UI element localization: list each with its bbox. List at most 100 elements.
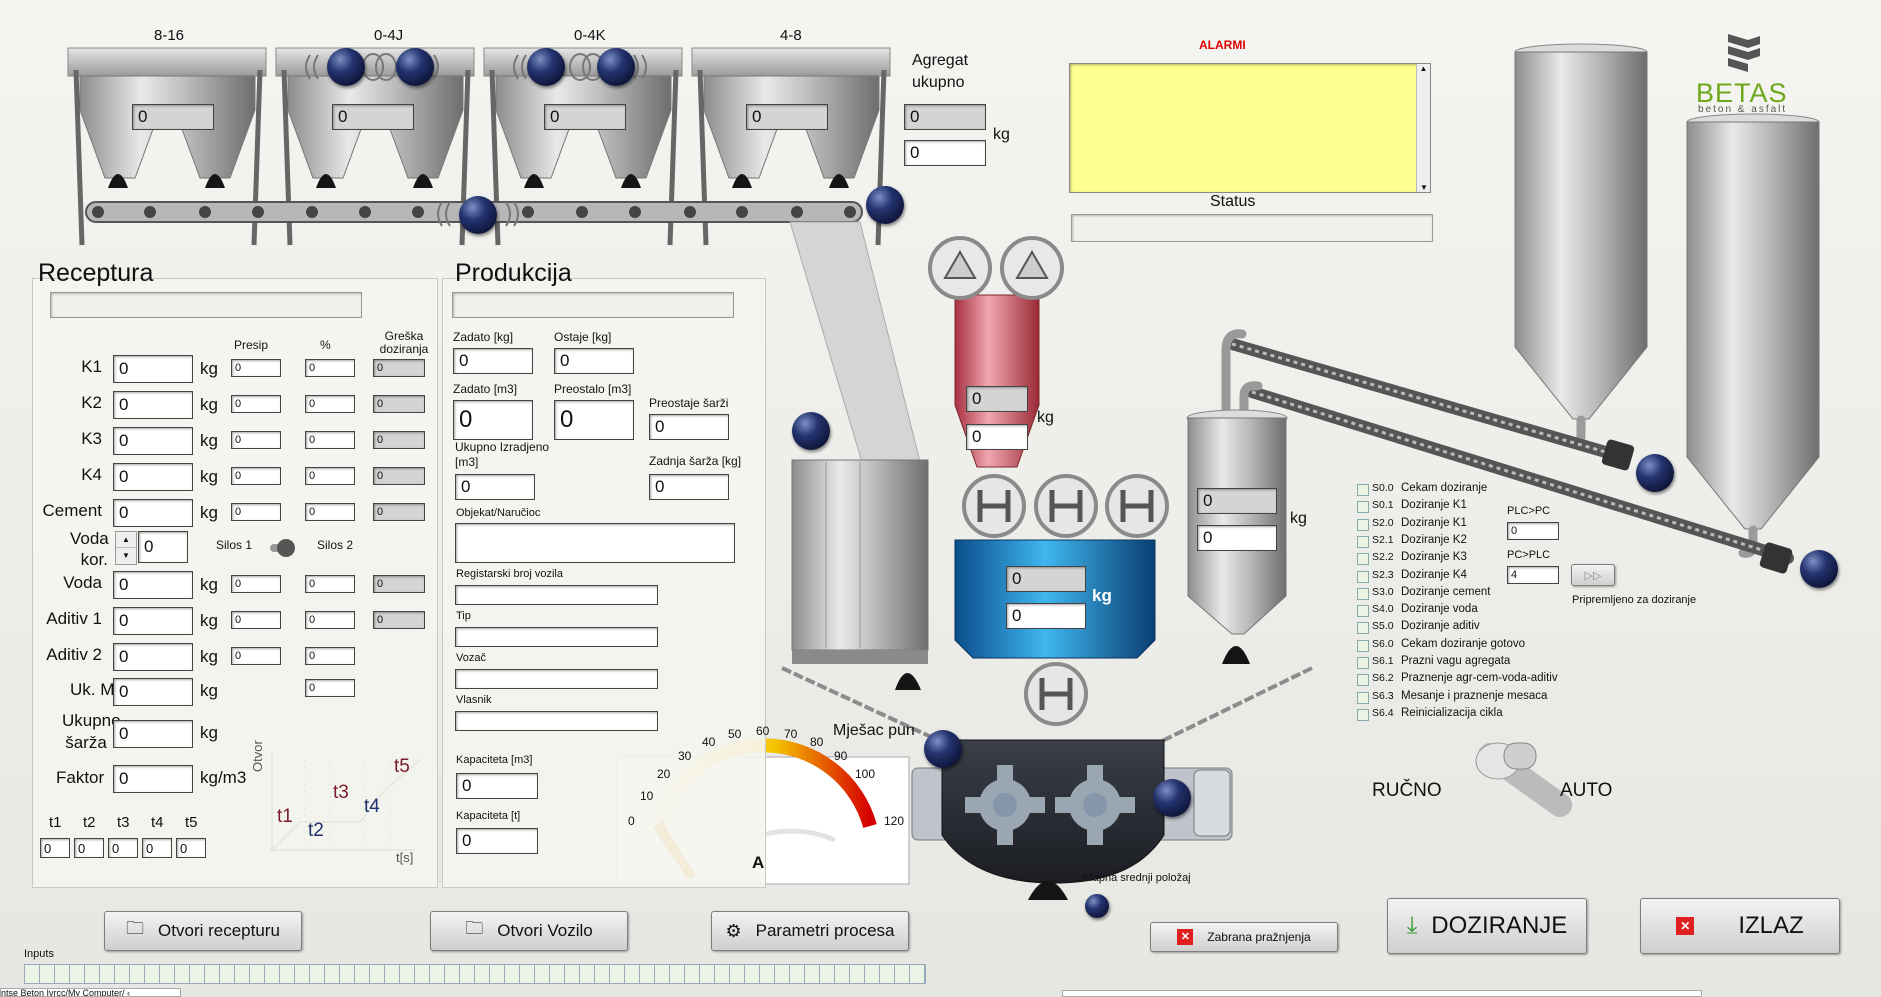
zabrana-praznjenja-button[interactable]: ✕ Zabrana pražnjenja [1150, 922, 1338, 952]
row-label: K1 [81, 357, 102, 376]
pc-plc-value: 4 [1507, 566, 1559, 584]
step-indicator [1357, 657, 1369, 669]
step-indicator [1357, 639, 1369, 652]
otvori-recepturu-button[interactable]: 🗀 Otvori recepturu [104, 911, 302, 951]
voda-kor-input[interactable]: 0 [138, 531, 188, 563]
row-value[interactable]: 0 [113, 499, 193, 527]
zadato-m3-value[interactable]: 0 [453, 400, 533, 440]
folder-icon: 🗀 [465, 918, 484, 938]
vibrator-2a-indicator [327, 48, 365, 86]
ukupno-izradjeno-value[interactable]: 0 [455, 474, 535, 500]
otvori-vozilo-button[interactable]: 🗀 Otvori Vozilo [430, 911, 628, 951]
row-presip[interactable]: 0 [231, 467, 281, 485]
mode-switch[interactable] [1470, 735, 1580, 817]
cement-scale-value-2[interactable]: 0 [966, 424, 1028, 450]
time-value[interactable]: 0 [74, 838, 104, 858]
ostaje-kg-value[interactable]: 0 [554, 348, 634, 374]
kapacitet-m3-value[interactable]: 0 [456, 773, 538, 799]
agregat-value-2[interactable]: 0 [904, 140, 986, 166]
row-presip[interactable]: 0 [231, 431, 281, 449]
row-value[interactable]: 0 [113, 607, 193, 635]
water-scale-value-2[interactable]: 0 [1006, 603, 1086, 629]
zadnja-sarza-value[interactable]: 0 [649, 474, 729, 500]
zadato-kg-value[interactable]: 0 [453, 348, 533, 374]
registarski-field[interactable] [455, 585, 658, 605]
row-percent[interactable]: 0 [305, 359, 355, 377]
step-code: S0.1 [1372, 499, 1394, 512]
row-percent[interactable]: 0 [305, 647, 355, 665]
voda-kor-label: Voda kor. [70, 529, 109, 569]
row-value[interactable]: 0 [113, 463, 193, 491]
preostaje-sarzi-value[interactable]: 0 [649, 414, 729, 440]
step-text: Prazni vagu agregata [1401, 655, 1511, 667]
vlasnik-field[interactable] [455, 711, 658, 731]
gauge-tick: 30 [678, 749, 692, 763]
preostalo-m3-value[interactable]: 0 [554, 400, 634, 440]
silos-toggle[interactable] [268, 536, 298, 560]
hopper-2-label: 0-4J [374, 27, 404, 44]
tip-label: Tip [456, 610, 471, 622]
row-percent[interactable]: 0 [305, 611, 355, 629]
silo-scale-value-2[interactable]: 0 [1197, 525, 1277, 551]
fast-forward-icon: ▷▷ [1584, 569, 1602, 582]
row-percent[interactable]: 0 [305, 431, 355, 449]
time-label: t5 [185, 814, 198, 831]
vozac-field[interactable] [455, 669, 658, 689]
doziranje-button[interactable]: ⤓ DOZIRANJE [1387, 898, 1587, 954]
row-label: Aditiv 2 [46, 645, 102, 664]
row-percent[interactable]: 0 [305, 575, 355, 593]
faktor-value[interactable]: 0 [113, 765, 193, 793]
row-presip[interactable]: 0 [231, 395, 281, 413]
row-presip[interactable]: 0 [231, 611, 281, 629]
step-code: S2.3 [1372, 568, 1394, 581]
receptura-title: Receptura [38, 259, 154, 287]
objekat-field[interactable] [455, 523, 735, 563]
step-forward-button[interactable]: ▷▷ [1571, 564, 1615, 586]
graph-ylabel: Otvor [250, 740, 265, 772]
alarm-scrollbar[interactable]: ▲ ▼ [1416, 64, 1430, 192]
mixer-motor-indicator [1153, 779, 1191, 817]
uk-min-value[interactable]: 0 [113, 678, 193, 706]
time-value[interactable]: 0 [108, 838, 138, 858]
voda-kor-spinner[interactable]: ▲ ▼ [115, 531, 137, 565]
gauge-tick: 70 [784, 727, 798, 741]
row-percent[interactable]: 0 [305, 503, 355, 521]
hopper-3-label: 0-4K [574, 27, 606, 44]
silos2-label: Silos 2 [317, 538, 354, 552]
row-percent[interactable]: 0 [305, 467, 355, 485]
faktor-label: Faktor [56, 768, 105, 787]
row-value[interactable]: 0 [113, 427, 193, 455]
produkcija-name-field [452, 292, 734, 318]
izlaz-button[interactable]: ✕ IZLAZ [1640, 898, 1840, 954]
row-percent[interactable]: 0 [305, 395, 355, 413]
klapna-indicator [1085, 894, 1109, 918]
time-value[interactable]: 0 [40, 838, 70, 858]
row-value[interactable]: 0 [113, 355, 193, 383]
alarm-list[interactable]: ▲ ▼ [1069, 63, 1431, 193]
time-label: t4 [151, 814, 164, 831]
row-presip[interactable]: 0 [231, 359, 281, 377]
row-presip[interactable]: 0 [231, 647, 281, 665]
time-value[interactable]: 0 [176, 838, 206, 858]
cement-silos [1221, 43, 1820, 574]
time-value[interactable]: 0 [142, 838, 172, 858]
vibrator-3b-indicator [597, 48, 635, 86]
parametri-procesa-button[interactable]: ⚙ Parametri procesa [711, 911, 909, 951]
row-label: Cement [42, 501, 102, 520]
statusbar-path: ntse Beton Ivrcc/My Computer/ ‹ [0, 988, 181, 997]
kapacitet-m3-label: Kapaciteta [m3] [456, 754, 533, 766]
step-indicator [1357, 570, 1369, 583]
step-text: Doziranje K4 [1401, 568, 1467, 581]
row-unit: kg [200, 431, 218, 450]
kapacitet-t-value[interactable]: 0 [456, 828, 538, 854]
row-value[interactable]: 0 [113, 571, 193, 599]
gauge-tick: 40 [702, 735, 716, 749]
row-unit: kg [200, 503, 218, 522]
row-presip[interactable]: 0 [231, 575, 281, 593]
ukupno-sarza-value[interactable]: 0 [113, 720, 193, 748]
row-value[interactable]: 0 [113, 643, 193, 671]
row-presip[interactable]: 0 [231, 503, 281, 521]
uk-min-percent[interactable]: 0 [305, 679, 355, 697]
tip-field[interactable] [455, 627, 658, 647]
row-value[interactable]: 0 [113, 391, 193, 419]
